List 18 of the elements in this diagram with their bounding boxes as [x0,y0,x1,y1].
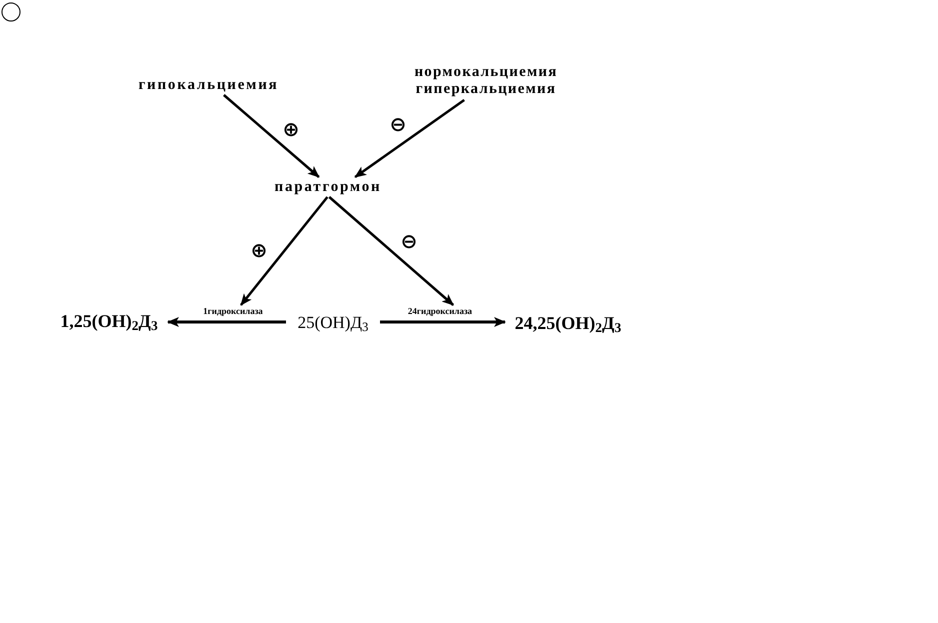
condition-label: нормокальциемия гиперкальциемия [413,64,559,98]
metabolite-label: 1,25(OH)$_{2}$Д$_{3}$ [60,310,158,334]
hormone-label: паратгормон [274,178,382,197]
edge-label: ⊕ [250,240,268,260]
arrow [380,317,506,327]
arrow [223,94,320,178]
arrow [240,196,328,306]
arrow [328,196,454,306]
edge-label: ⊕ [282,119,300,139]
enzyme-label: 1гидроксилаза [203,305,263,318]
edge-label: ⊖ [400,231,418,251]
edge-label: ⊖ [390,114,406,134]
arrow [354,98,465,178]
enzyme-label: 24гидроксилаза [408,305,472,318]
metabolite-label: 25(OH)Д$_{3}$ [298,312,368,336]
arrow [167,317,286,327]
metabolite-label: 24,25(OH)$_{2}$Д$_{3}$ [514,312,622,336]
condition-label: гипокальциемия [138,76,279,95]
